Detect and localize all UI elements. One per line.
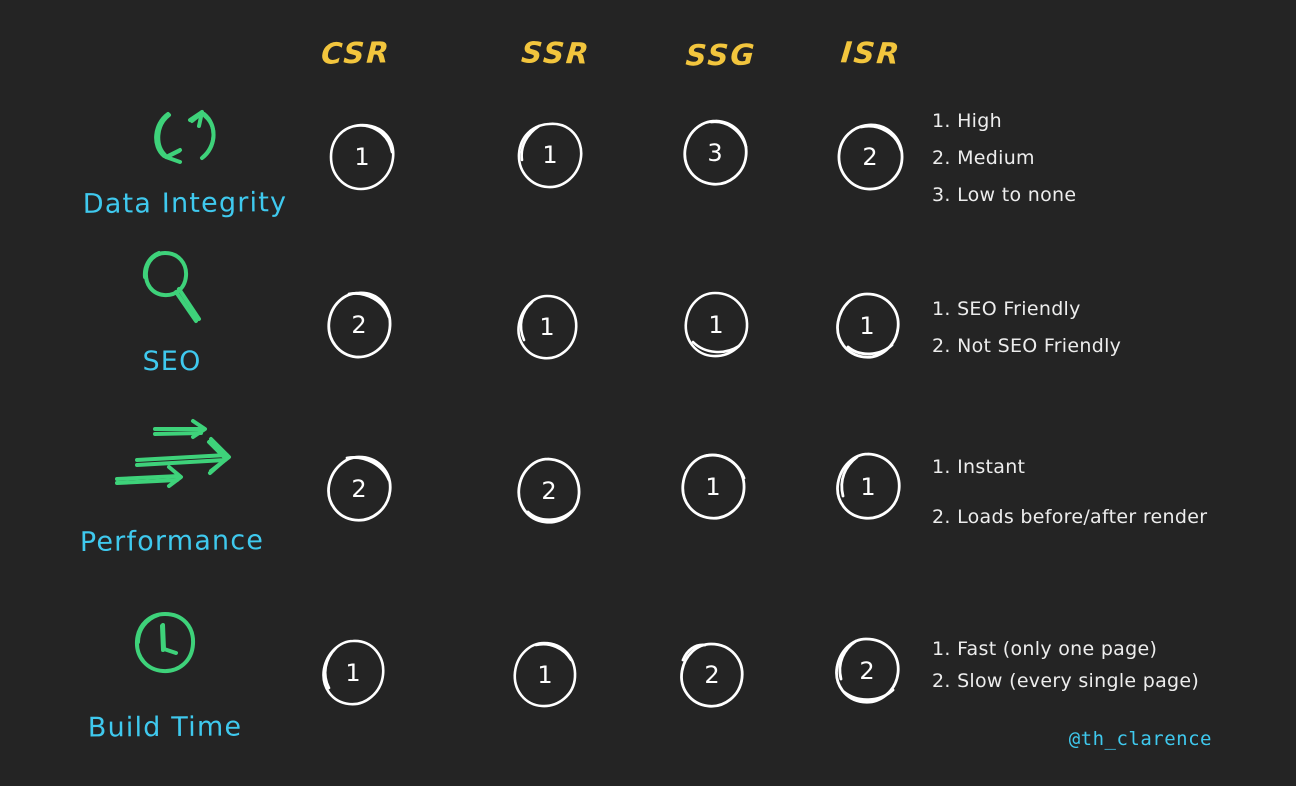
legend-item: 1. SEO Friendly xyxy=(932,298,1081,320)
row-label-cell-seo: SEO xyxy=(42,251,302,377)
table-row: Build Time 1 1 2 xyxy=(0,608,1296,758)
score-value: 1 xyxy=(354,143,370,171)
score-cell-seo-ssg: 1 xyxy=(679,288,753,362)
column-header-ssg: SSG xyxy=(684,37,758,73)
column-header-csr: CSR xyxy=(320,35,392,71)
legend-seo: 1. SEO Friendly 2. Not SEO Friendly xyxy=(932,298,1272,357)
table-row: Data Integrity 1 1 3 xyxy=(0,100,1296,250)
row-label-text: Performance xyxy=(79,525,265,558)
row-label-text: SEO xyxy=(142,346,202,377)
legend-item: 2. Not SEO Friendly xyxy=(932,334,1122,357)
legend-item: 2. Medium xyxy=(932,146,1035,169)
score-cell-build-time-csr: 1 xyxy=(316,636,390,710)
legend-build-time: 1. Fast (only one page) 2. Slow (every s… xyxy=(932,638,1272,704)
score-value: 2 xyxy=(859,657,875,685)
score-value: 2 xyxy=(351,311,367,339)
speed-arrows-icon xyxy=(42,419,302,496)
score-cell-seo-isr: 1 xyxy=(830,289,904,363)
score-value: 1 xyxy=(539,313,555,341)
row-label-text: Build Time xyxy=(87,711,243,744)
score-cell-performance-csr: 2 xyxy=(322,452,396,526)
legend-data-integrity: 1. High 2. Medium 3. Low to none xyxy=(932,110,1272,206)
score-cell-data-integrity-isr: 2 xyxy=(833,120,907,194)
legend-item: 1. Instant xyxy=(932,456,1026,478)
score-cell-data-integrity-csr: 1 xyxy=(325,120,399,194)
column-header-ssr: SSR xyxy=(520,35,592,71)
score-cell-performance-ssg: 1 xyxy=(676,450,750,524)
legend-item: 2. Loads before/after render xyxy=(932,505,1208,528)
score-value: 3 xyxy=(707,139,723,167)
legend-performance: 1. Instant 2. Loads before/after render xyxy=(932,456,1272,558)
row-label-cell-build-time: Build Time xyxy=(35,608,295,744)
score-cell-build-time-ssr: 1 xyxy=(508,638,582,712)
score-cell-performance-ssr: 2 xyxy=(512,454,586,528)
score-value: 1 xyxy=(859,312,875,340)
clock-icon xyxy=(35,608,295,684)
table-row: SEO 2 1 1 xyxy=(0,251,1296,392)
score-value: 2 xyxy=(351,475,367,503)
score-value: 2 xyxy=(862,143,878,171)
author-handle: @th_clarence xyxy=(1068,728,1212,750)
score-cell-seo-ssr: 1 xyxy=(510,290,584,364)
score-cell-seo-csr: 2 xyxy=(322,288,396,362)
legend-item: 1. Fast (only one page) xyxy=(932,638,1158,660)
score-cell-build-time-isr: 2 xyxy=(830,634,904,708)
score-value: 1 xyxy=(537,661,553,689)
score-cell-build-time-ssg: 2 xyxy=(675,638,749,712)
table-row: Performance 2 2 1 xyxy=(0,419,1296,580)
score-value: 1 xyxy=(708,311,724,339)
score-value: 2 xyxy=(541,477,557,505)
score-value: 1 xyxy=(860,473,876,501)
score-cell-data-integrity-ssg: 3 xyxy=(678,116,752,190)
score-cell-data-integrity-ssr: 1 xyxy=(513,118,587,192)
score-value: 1 xyxy=(542,141,558,169)
row-label-text: Data Integrity xyxy=(82,187,288,220)
row-label-cell-data-integrity: Data Integrity xyxy=(55,100,315,220)
refresh-sync-icon xyxy=(55,100,315,176)
score-cell-performance-isr: 1 xyxy=(831,450,905,524)
column-header-isr: ISR xyxy=(839,35,903,71)
score-value: 2 xyxy=(704,661,720,689)
magnifying-glass-icon xyxy=(42,251,302,328)
score-value: 1 xyxy=(705,473,721,501)
row-label-cell-performance: Performance xyxy=(42,419,302,558)
legend-item: 2. Slow (every single page) xyxy=(932,669,1200,692)
score-value: 1 xyxy=(345,659,361,687)
legend-item: 1. High xyxy=(932,110,1002,132)
legend-item: 3. Low to none xyxy=(932,183,1077,206)
